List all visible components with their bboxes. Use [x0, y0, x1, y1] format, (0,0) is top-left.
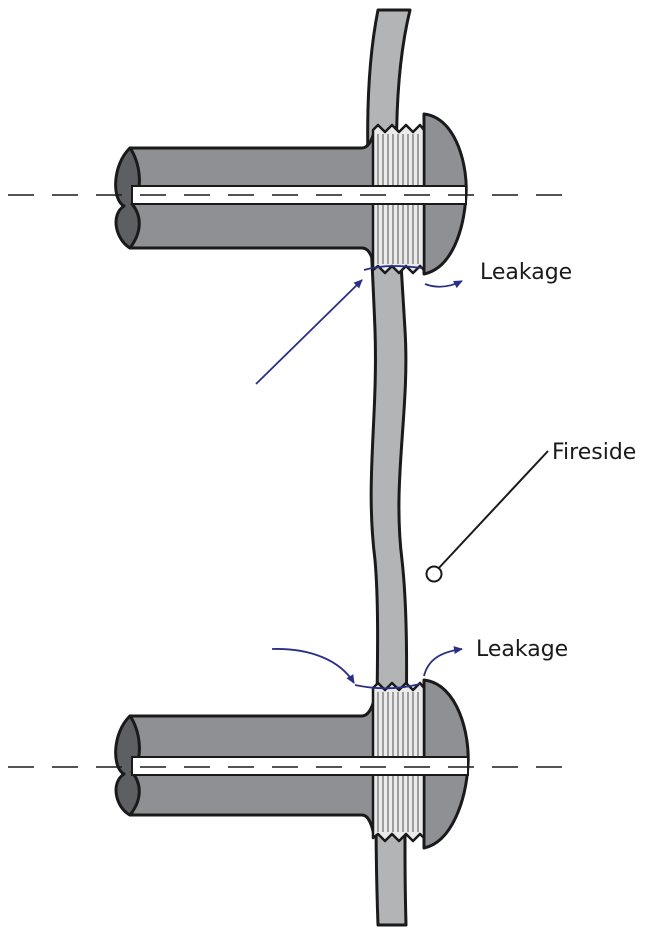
fireside-leader-line: [436, 450, 549, 571]
leakage-label-top: Leakage: [480, 260, 572, 285]
leakage-label-bottom: Leakage: [476, 637, 568, 662]
fireside-leader-dot: [425, 565, 443, 583]
top-leak-inlet-arrow: [255, 279, 363, 385]
top-leak-crack-line: [363, 265, 423, 271]
top-leak-outlet-arrow: [424, 280, 463, 289]
leakage-paths: [255, 265, 463, 690]
bottom-leak-crack-line: [354, 683, 421, 690]
top-staybolt: [8, 112, 580, 276]
bottom-staybolt: [8, 678, 580, 850]
fireside-label: Fireside: [552, 440, 636, 465]
bottom-leak-outlet-arrow: [423, 646, 463, 677]
bottom-bolt-bore: [131, 756, 469, 776]
bottom-leak-inlet-arrow: [271, 648, 355, 684]
